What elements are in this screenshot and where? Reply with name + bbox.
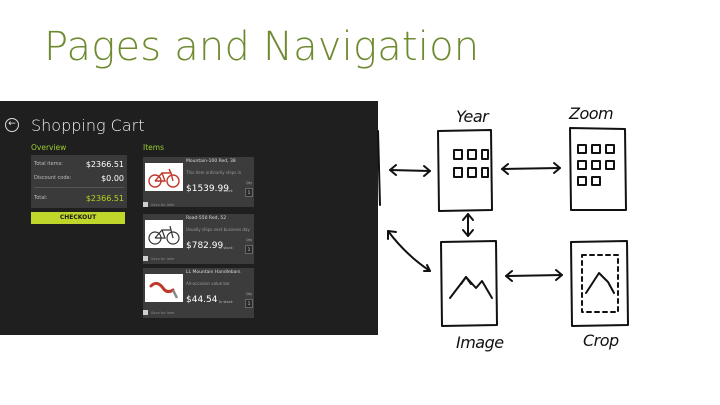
crop-page-sketch xyxy=(570,240,629,327)
item-price: $782.99 xyxy=(186,241,224,251)
items-heading: Items xyxy=(143,143,164,152)
item-name: LL Mountain Handlebars xyxy=(186,270,241,275)
slide-title: Pages and Navigation xyxy=(44,24,480,70)
save-for-later-row[interactable]: Save for later xyxy=(143,309,254,316)
image-label: Image xyxy=(456,333,504,352)
item-description: Usually ships next business day xyxy=(186,227,250,232)
item-stock: In stock xyxy=(219,246,233,250)
qty-label: Qty xyxy=(246,292,253,296)
red-mountain-bike-image xyxy=(145,163,183,191)
quantity-input[interactable]: 1 xyxy=(245,299,253,308)
item-stock: In stock xyxy=(219,189,233,193)
qty-label: Qty xyxy=(246,238,253,242)
summary-label: Total: xyxy=(34,195,48,201)
item-stock: In stock xyxy=(219,300,233,304)
item-price: $1539.99 xyxy=(186,184,229,194)
item-description: This item ordinarily ships in xyxy=(186,170,242,175)
overview-heading: Overview xyxy=(31,143,67,152)
screenshot-frame-edge xyxy=(377,130,381,206)
page-title: Shopping Cart xyxy=(31,116,145,135)
navigation-sketch: Year Zoom Image Crop xyxy=(372,95,712,370)
item-name: Mountain-100 Red, 38 xyxy=(186,159,236,164)
qty-label: Qty xyxy=(246,181,253,185)
summary-divider xyxy=(34,187,124,188)
summary-label: Discount code: xyxy=(34,175,72,181)
summary-label: Total items: xyxy=(34,161,63,167)
year-page-sketch xyxy=(437,129,493,212)
checkout-button[interactable]: CHECKOUT xyxy=(31,212,125,224)
double-arrow-screenshot-year xyxy=(389,164,431,177)
summary-value: $2366.51 xyxy=(85,159,124,169)
cart-item[interactable]: LL Mountain Handlebars All-occasion valu… xyxy=(143,268,254,318)
shopping-cart-screenshot: ← Shopping Cart Overview Items Total ite… xyxy=(0,101,378,335)
save-for-later-row[interactable]: Save for later xyxy=(143,255,254,262)
image-page-sketch xyxy=(440,240,498,327)
double-arrow-screenshot-image xyxy=(387,230,431,272)
save-for-later-label: Save for later xyxy=(151,310,175,315)
cart-item[interactable]: Road-550 Red, 52 Usually ships next busi… xyxy=(143,214,254,264)
summary-value: $0.00 xyxy=(101,173,124,183)
quantity-input[interactable]: 1 xyxy=(245,245,253,254)
double-arrow-year-image xyxy=(462,213,474,237)
save-for-later-checkbox[interactable] xyxy=(143,202,148,207)
save-for-later-checkbox[interactable] xyxy=(143,310,148,315)
save-for-later-label: Save for later xyxy=(151,256,175,261)
summary-row-total: Total: $2366.51 xyxy=(34,192,124,204)
save-for-later-checkbox[interactable] xyxy=(143,256,148,261)
save-for-later-label: Save for later xyxy=(151,202,175,207)
quantity-input[interactable]: 1 xyxy=(245,188,253,197)
order-summary: Total items: $2366.51 Discount code: $0.… xyxy=(31,155,127,208)
item-description: All-occasion value bar xyxy=(186,281,231,286)
road-bike-image xyxy=(145,220,183,248)
zoom-page-sketch xyxy=(569,127,627,211)
double-arrow-image-crop xyxy=(505,269,563,282)
zoom-label: Zoom xyxy=(569,104,614,123)
back-arrow-icon[interactable]: ← xyxy=(5,118,19,132)
item-name: Road-550 Red, 52 xyxy=(186,216,227,221)
save-for-later-row[interactable]: Save for later xyxy=(143,201,254,208)
summary-row-discount: Discount code: $0.00 xyxy=(34,172,124,184)
summary-total-value: $2366.51 xyxy=(85,193,124,203)
year-label: Year xyxy=(456,107,489,126)
crop-label: Crop xyxy=(583,331,619,350)
handlebars-image xyxy=(145,274,183,302)
cart-item[interactable]: Mountain-100 Red, 38 This item ordinaril… xyxy=(143,157,254,207)
summary-row-total-items: Total items: $2366.51 xyxy=(34,158,124,170)
item-price: $44.54 xyxy=(186,295,218,305)
double-arrow-year-zoom xyxy=(501,162,561,175)
